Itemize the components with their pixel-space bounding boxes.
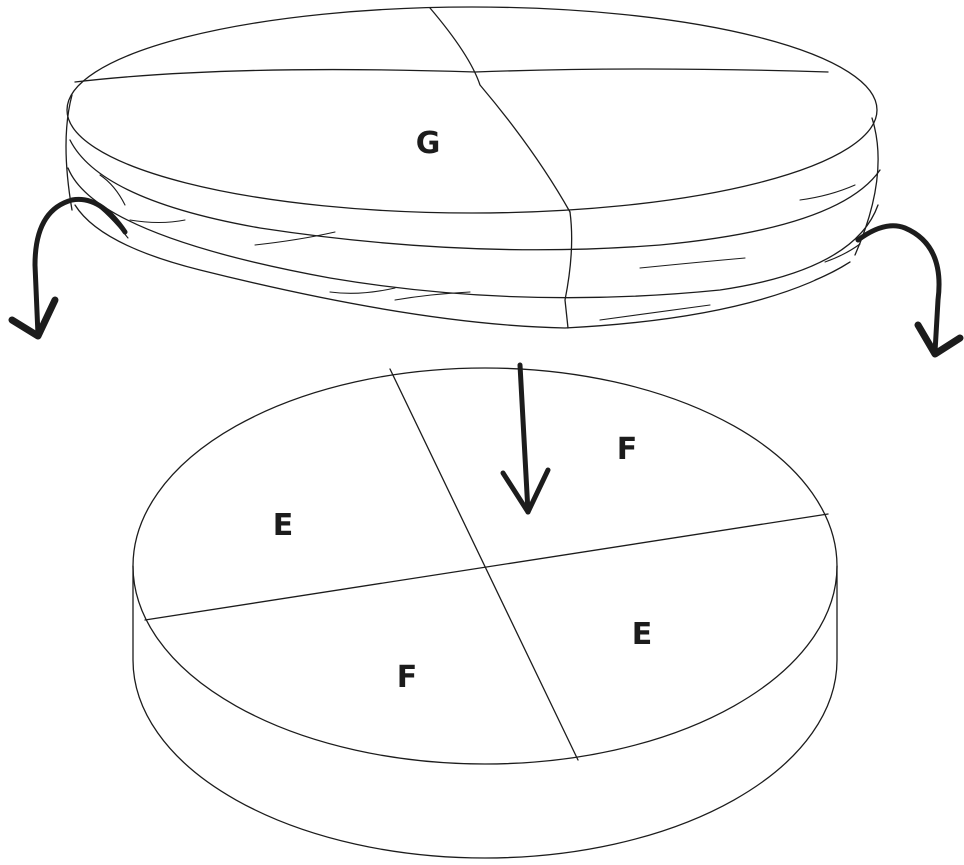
cover-seam-vertical [429, 7, 571, 213]
fold-11 [814, 261, 851, 281]
cover-top-surface [66, 6, 878, 214]
fold-8 [639, 257, 746, 269]
curved-arrow-left-icon [8, 196, 128, 340]
fold-4 [254, 231, 336, 246]
base-label-bottom-left: F [397, 660, 418, 695]
base-label-top-right: F [617, 432, 638, 467]
fold-1 [99, 174, 126, 206]
fold-10 [824, 243, 861, 263]
fold-9 [799, 184, 856, 201]
fold-3 [129, 219, 186, 224]
fold-5 [329, 287, 396, 294]
base-seam-diagonal [389, 368, 579, 761]
cover-seam-horizontal [74, 68, 829, 83]
base-side [132, 565, 838, 859]
curved-arrow-right-icon [855, 223, 964, 358]
base-label-bottom-right: E [632, 617, 653, 652]
base-cushion: E F F E [132, 367, 838, 859]
cover-seam-side [564, 211, 573, 329]
cover-side-layer-1 [69, 139, 881, 251]
cover-label: G [416, 126, 441, 161]
down-arrow-icon [500, 362, 551, 515]
cover-side-layer-2 [67, 167, 879, 299]
cover-side-layer-3 [74, 204, 851, 329]
fold-6 [394, 291, 471, 301]
cover-left-edge [65, 94, 73, 211]
fold-7 [599, 304, 711, 321]
base-seam-horizontal [144, 513, 829, 621]
cushion-cover: G [65, 6, 881, 329]
base-label-top-left: E [273, 508, 294, 543]
